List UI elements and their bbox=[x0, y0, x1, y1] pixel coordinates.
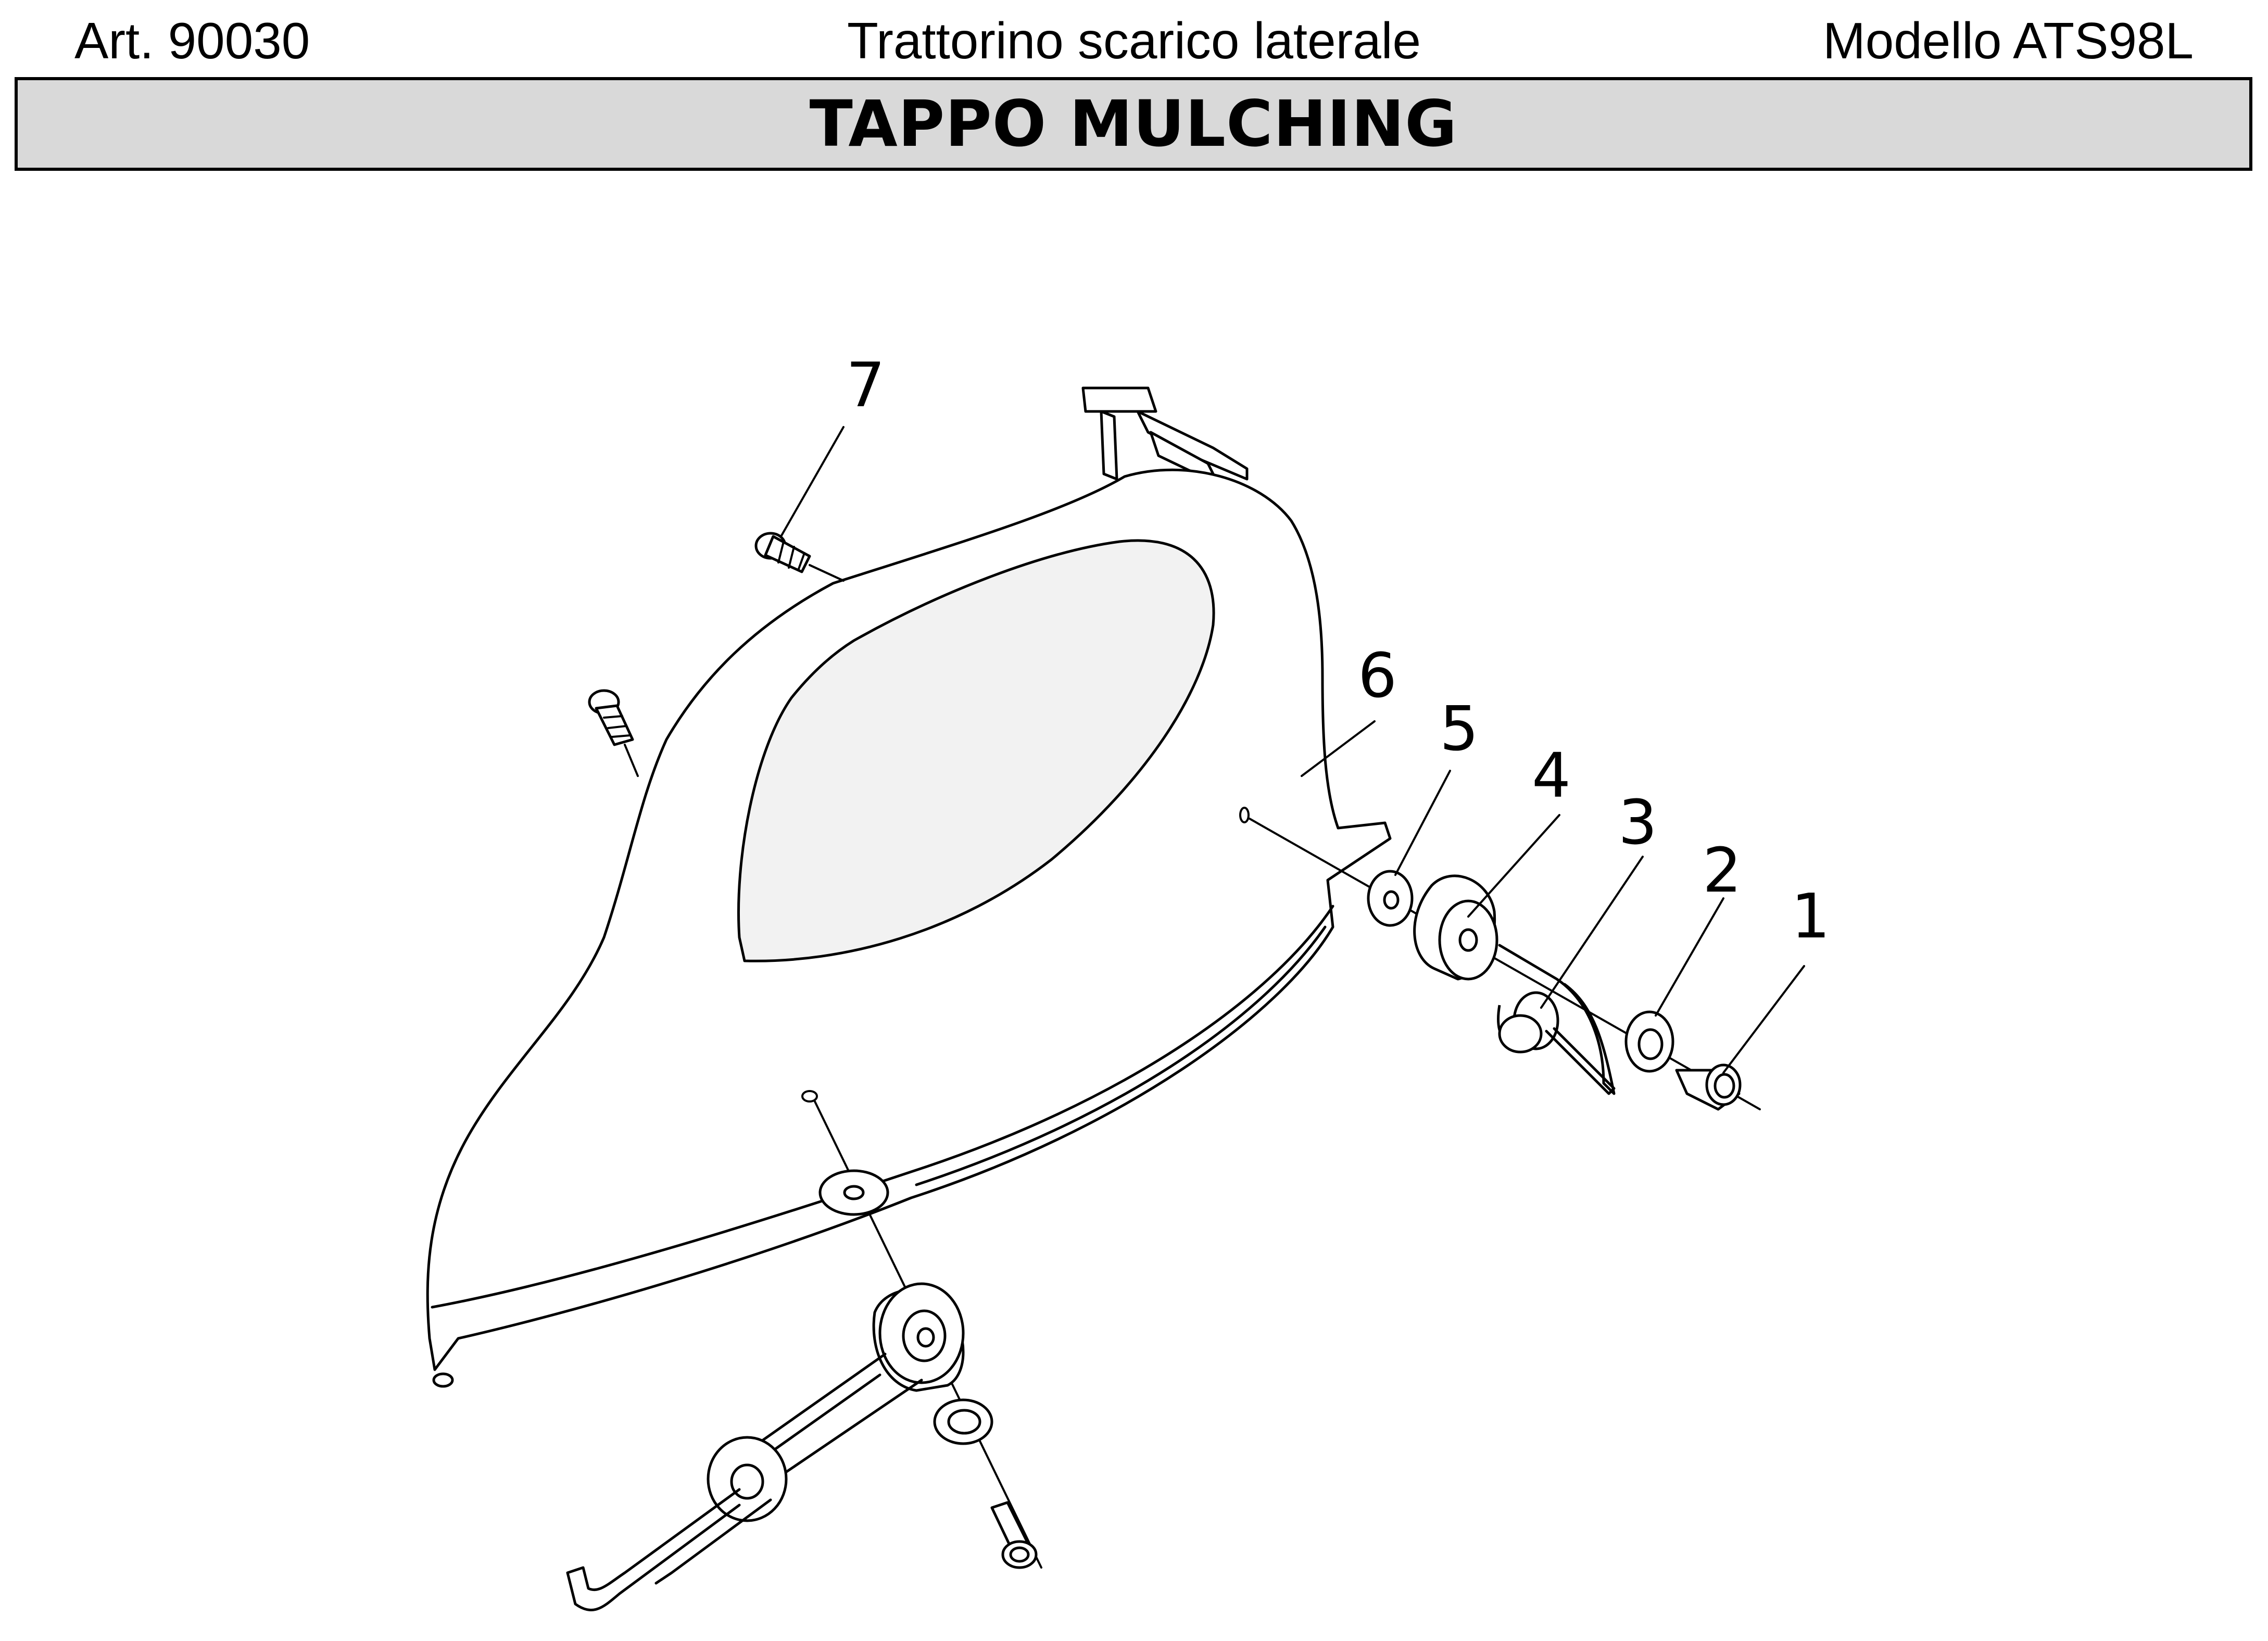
article-number: Art. 90030 bbox=[74, 12, 310, 69]
page-title: TAPPO MULCHING bbox=[809, 87, 1458, 161]
screw-upper bbox=[754, 532, 845, 582]
mulching-plug-body bbox=[426, 386, 1392, 1388]
callout-leaders bbox=[780, 426, 1805, 1074]
callout-3: 3 bbox=[1618, 786, 1657, 858]
callout-2: 2 bbox=[1703, 834, 1742, 906]
screw-lower bbox=[588, 689, 639, 777]
title-banner: TAPPO MULCHING bbox=[15, 77, 2252, 171]
lower-hardware-assembly bbox=[566, 1090, 1042, 1611]
callout-4: 4 bbox=[1532, 740, 1571, 811]
header-row: Art. 90030 Trattorino scarico laterale M… bbox=[0, 5, 2268, 76]
callout-1: 1 bbox=[1791, 880, 1830, 952]
right-hardware-assembly bbox=[1239, 807, 1761, 1111]
callout-5: 5 bbox=[1440, 693, 1479, 765]
product-description: Trattorino scarico laterale bbox=[847, 12, 1421, 69]
callout-7: 7 bbox=[846, 349, 885, 421]
callout-6: 6 bbox=[1358, 640, 1397, 711]
model-number: Modello ATS98L bbox=[1823, 12, 2194, 69]
